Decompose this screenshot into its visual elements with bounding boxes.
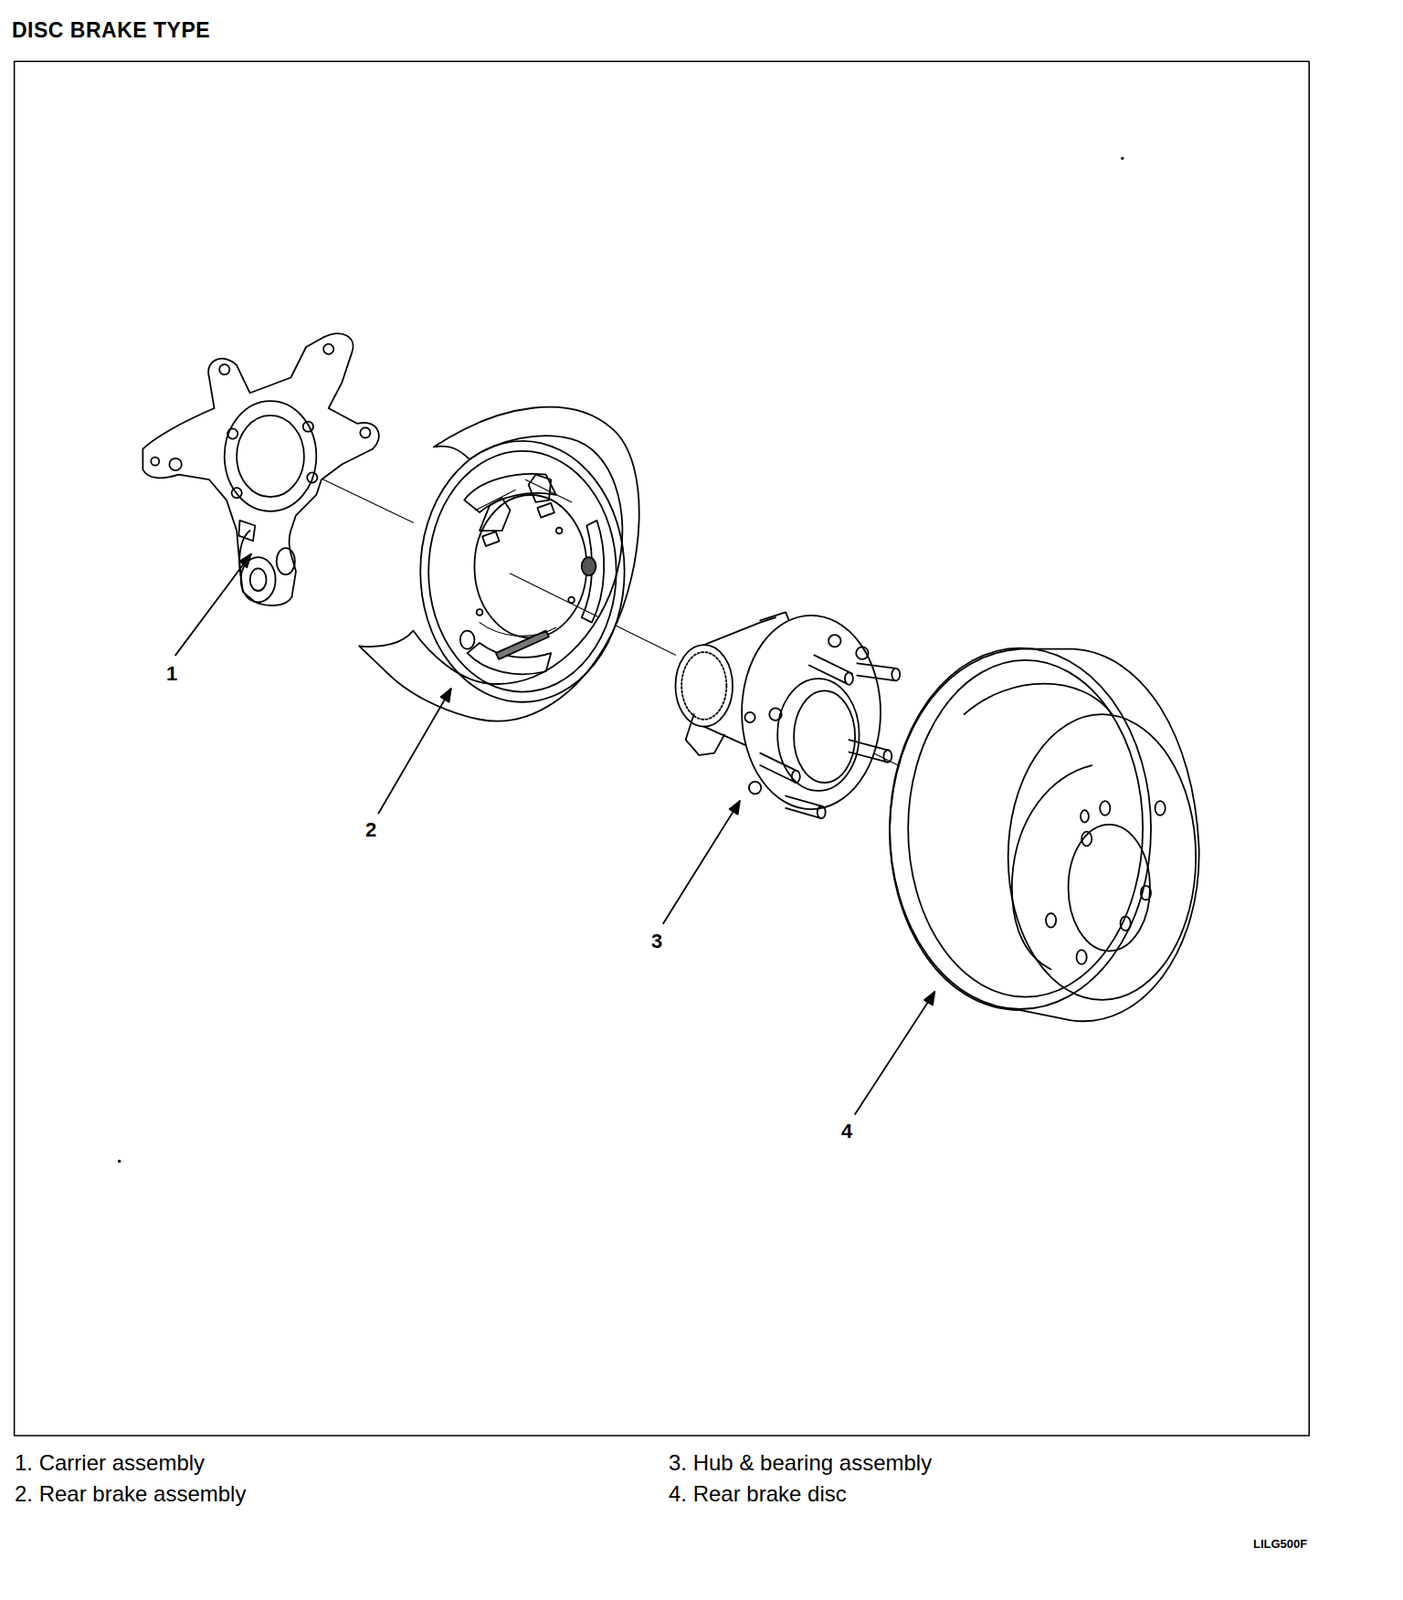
legend-item: 1. Carrier assembly [14, 1450, 205, 1477]
figure-code: LILG500F [1253, 1538, 1308, 1552]
diagram-title: DISC BRAKE TYPE [11, 18, 211, 43]
legend-item: 4. Rear brake disc [668, 1481, 847, 1508]
callout-number: 1 [164, 662, 180, 686]
rear-brake-disc [889, 648, 1200, 1023]
callout-number: 3 [649, 929, 665, 953]
speck [1120, 157, 1124, 160]
legend-item: 3. Hub & bearing assembly [668, 1450, 932, 1477]
speck [117, 1160, 121, 1163]
callout-number: 2 [363, 818, 379, 842]
callout-number: 4 [839, 1119, 855, 1143]
hub-bearing-assembly [675, 611, 901, 819]
leader-lines [175, 554, 935, 1115]
legend-item: 2. Rear brake assembly [14, 1481, 246, 1508]
frame [14, 61, 1310, 1436]
rear-brake-assembly [358, 407, 640, 722]
carrier-assembly [142, 333, 379, 606]
